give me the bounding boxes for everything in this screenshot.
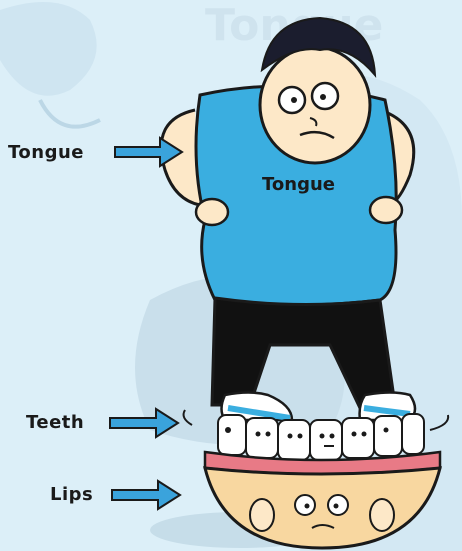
shirt-label: Tongue [262,174,335,195]
label-teeth: Teeth [26,412,84,433]
label-lips: Lips [50,484,93,505]
arrow-lips [112,481,180,509]
label-tongue: Tongue [8,142,84,163]
right-hand [370,197,402,223]
background-hand-shape [0,2,97,96]
left-hand [196,199,228,225]
